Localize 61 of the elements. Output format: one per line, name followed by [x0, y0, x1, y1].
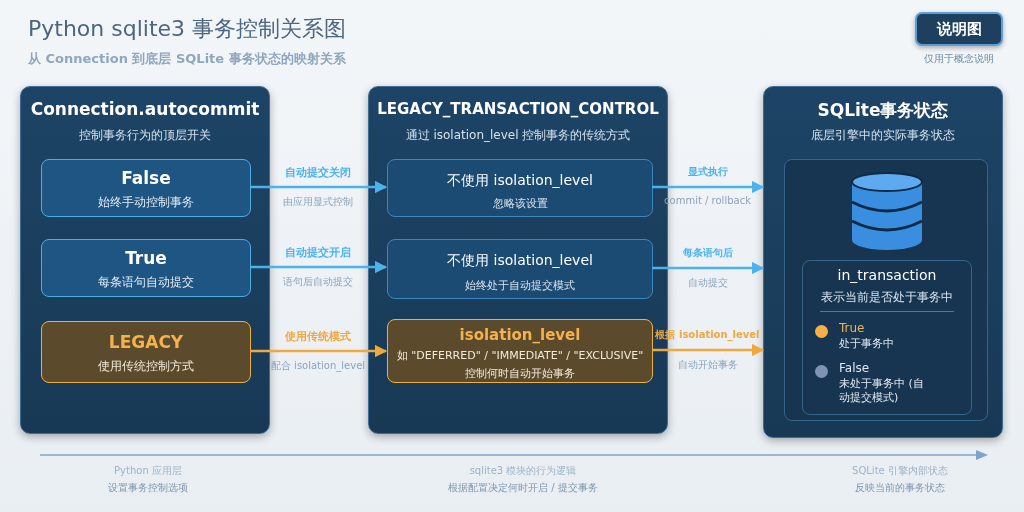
edge-label: 自动提交开启 [285, 245, 351, 260]
badge: 说明图 [915, 12, 1003, 46]
box-text: 表示当前是否处于事务中 [820, 289, 954, 306]
box-title: False [120, 168, 172, 188]
status-text: 处于事务中 [839, 337, 895, 351]
edge-note: 自动提交 [687, 276, 728, 290]
edge-label: 显式执行 [687, 165, 728, 179]
box-text: 始终手动控制事务 [97, 194, 195, 211]
arrow [250, 180, 388, 194]
box-title: LEGACY [107, 332, 185, 352]
stage-label: Python 应用层 [113, 464, 183, 478]
arrow [652, 343, 765, 357]
option-box [41, 321, 251, 383]
column-title: SQLite事务状态 [816, 99, 950, 122]
mode-box [387, 319, 653, 383]
box-title: in_transaction [836, 267, 938, 283]
column-title: LEGACY_TRANSACTION_CONTROL [376, 100, 660, 118]
stage-label: SQLite 引擎内部状态 [851, 464, 949, 478]
column-subtitle: 通过 isolation_level 控制事务的传统方式 [404, 127, 632, 144]
state-box [784, 159, 988, 421]
arrow [652, 261, 765, 275]
edge-note: 语句后自动提交 [283, 275, 353, 289]
arrow [652, 180, 765, 194]
column-panel [20, 86, 270, 434]
edge-note: 配合 isolation_level [270, 359, 366, 373]
edge-note: 由应用显式控制 [283, 195, 353, 209]
stage-note: 反映当前的事务状态 [854, 481, 946, 495]
edge-label: 自动提交关闭 [285, 165, 351, 180]
caption: 从 Connection 到底层 SQLite 事务状态的映射关系 [28, 50, 346, 68]
option-box [41, 239, 251, 297]
edge-label: 使用传统模式 [285, 329, 351, 344]
status-text: 未处于事务中 (自动提交模式) [839, 377, 925, 405]
stage-note: 设置事务控制选项 [107, 481, 189, 495]
column-panel [763, 86, 1003, 438]
title: Python sqlite3 事务控制关系图 [28, 15, 347, 43]
state-box [802, 260, 972, 415]
mode-box [387, 159, 653, 217]
column-subtitle: 控制事务行为的顶层开关 [78, 127, 212, 144]
box-title: isolation_level [458, 326, 582, 344]
box-text: 如 "DEFERRED" / "IMMEDIATE" / "EXCLUSIVE" [395, 348, 645, 363]
mode-box [387, 239, 653, 299]
box-title: 不使用 isolation_level [446, 172, 594, 190]
status-name: True [839, 321, 865, 335]
edge-label: 每条语句后 [682, 246, 733, 260]
box-text: 使用传统控制方式 [97, 358, 195, 375]
edge-note: 自动开始事务 [677, 358, 738, 372]
box-text: 每条语句自动提交 [97, 274, 195, 291]
stage-note: 根据配置决定何时开启 / 提交事务 [447, 481, 599, 495]
option-box [41, 159, 251, 217]
box-title: True [124, 248, 168, 268]
box-title: 不使用 isolation_level [446, 252, 594, 270]
column-subtitle: 底层引擎中的实际事务状态 [810, 127, 956, 144]
box-text: 始终处于自动提交模式 [464, 278, 576, 293]
box-text: 控制何时自动开始事务 [464, 366, 576, 381]
stage-label: sqlite3 模块的行为逻辑 [468, 464, 578, 478]
box-text: 忽略该设置 [491, 196, 549, 211]
badge-note: 仅用于概念说明 [923, 52, 995, 66]
arrow [250, 260, 388, 274]
arrow [250, 344, 388, 358]
column-title: Connection.autocommit [29, 99, 261, 119]
status-name: False [839, 361, 870, 375]
